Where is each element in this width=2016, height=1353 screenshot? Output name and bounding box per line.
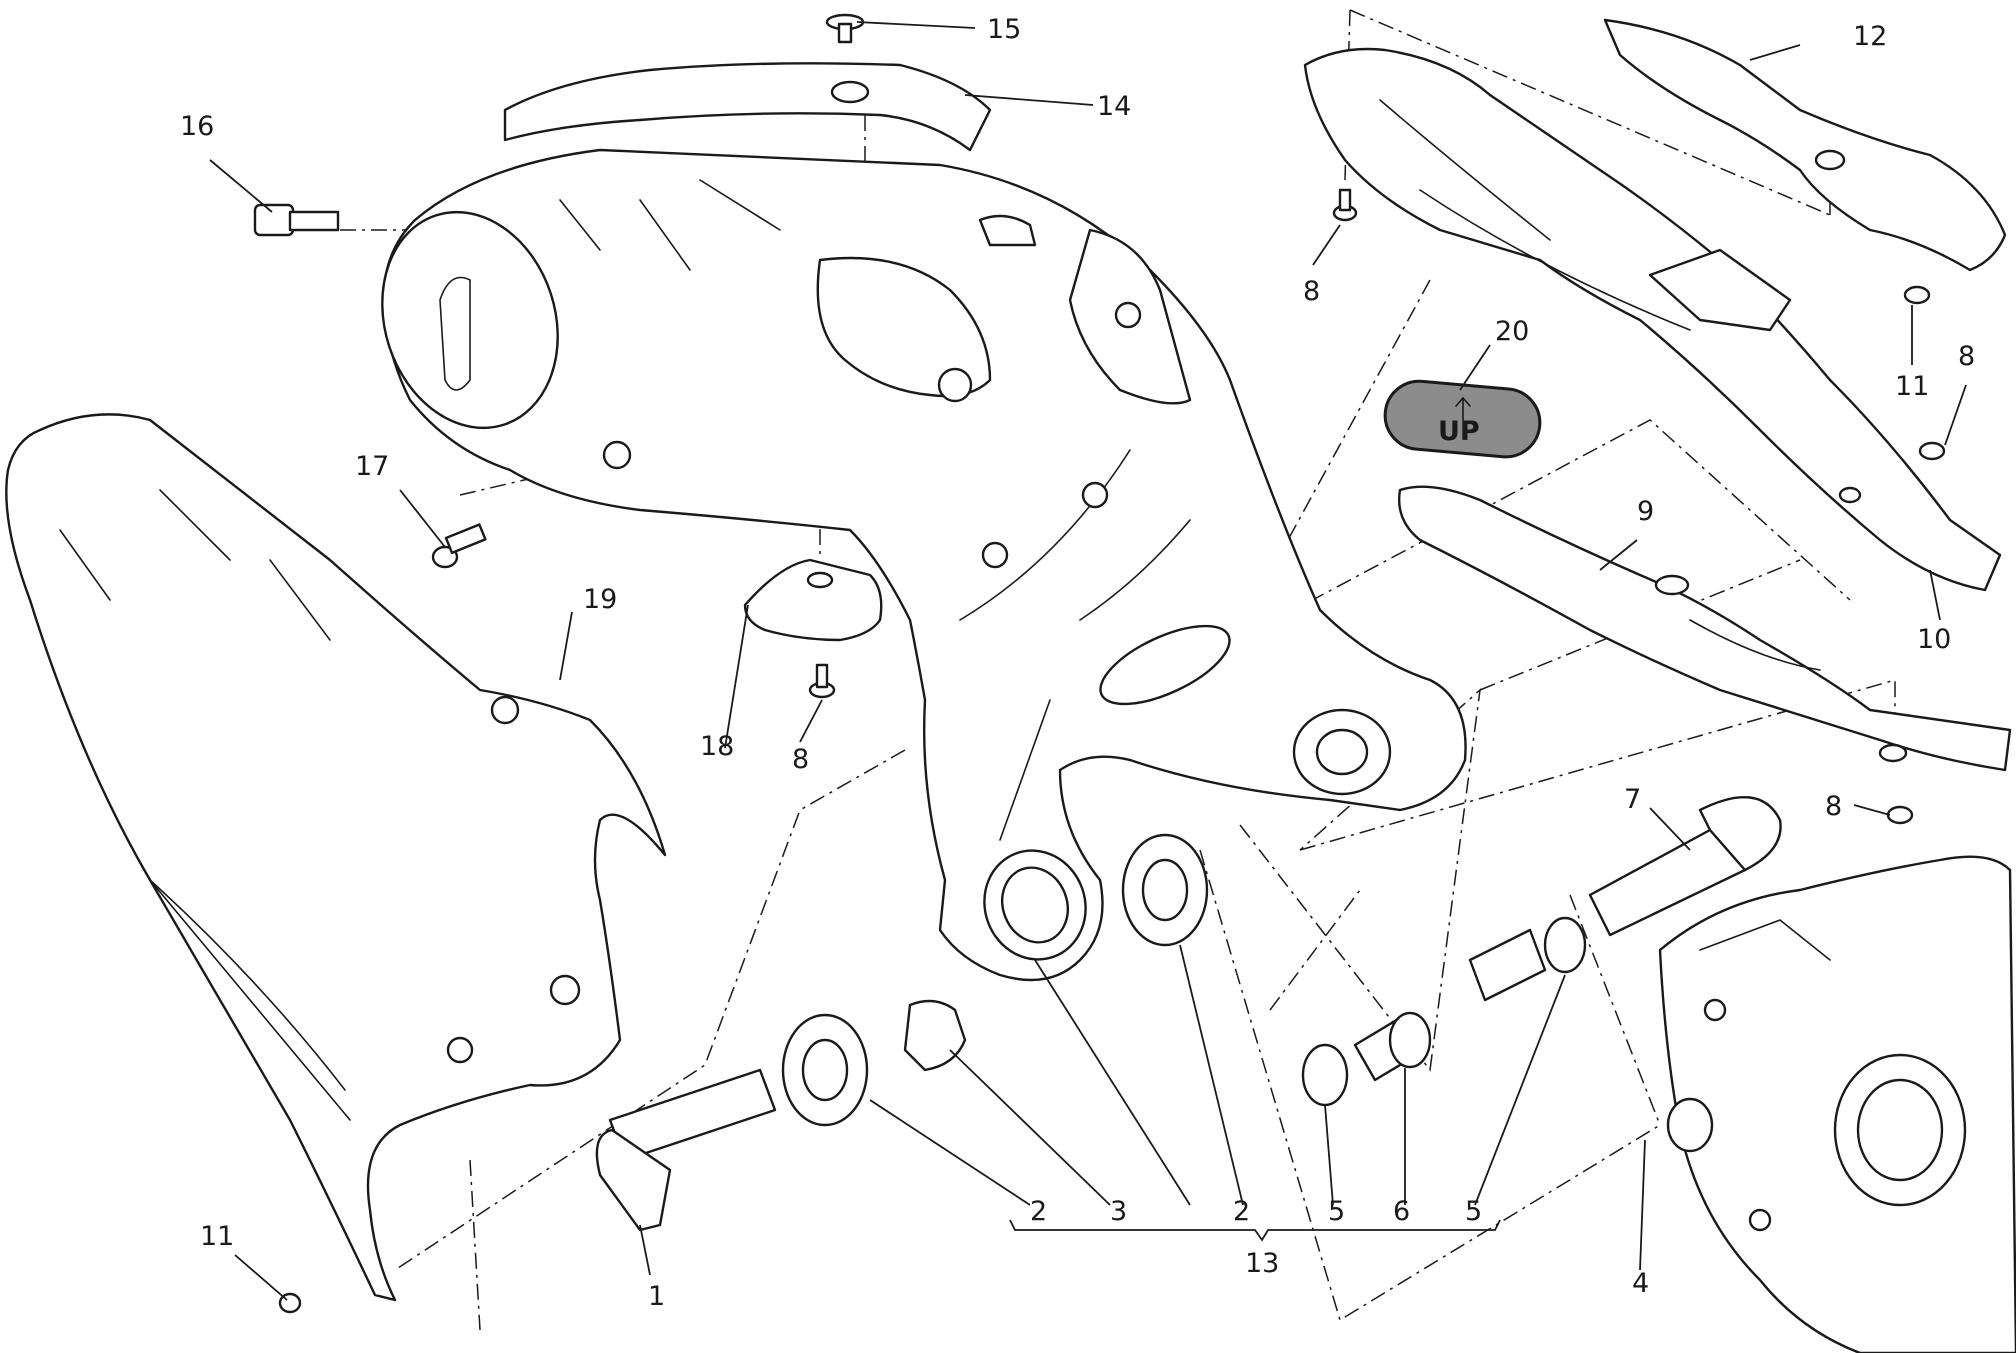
callout-13: 13	[1245, 1248, 1279, 1279]
callout-3: 3	[1110, 1196, 1127, 1227]
callout-5a: 5	[1328, 1196, 1345, 1227]
screw-8-mid	[1918, 441, 1946, 461]
callout-12: 12	[1853, 21, 1887, 52]
callout-labels: 1 2 3 2 5 6 5 13 4 7 8 8 8 8 9 10 11 11 …	[180, 14, 1975, 1312]
pivot-pin-7	[1588, 795, 1782, 937]
callout-14: 14	[1097, 91, 1131, 122]
callout-18: 18	[700, 731, 734, 762]
bracket-18	[743, 558, 883, 642]
callout-8-mid: 8	[1958, 341, 1975, 372]
callout-2a: 2	[1030, 1196, 1047, 1227]
guard-cover-12	[1603, 18, 2007, 272]
callout-1: 1	[648, 1281, 665, 1312]
leader-lines	[209, 21, 1967, 1301]
callout-16: 16	[180, 111, 214, 142]
callout-2b: 2	[1233, 1196, 1250, 1227]
callout-4: 4	[1632, 1268, 1649, 1299]
callout-5b: 5	[1465, 1196, 1482, 1227]
callout-11-right: 11	[1895, 371, 1929, 402]
rear-hugger-19	[5, 413, 667, 1302]
callout-10: 10	[1917, 624, 1951, 655]
fasteners	[253, 13, 1946, 1314]
callout-11-left: 11	[200, 1221, 234, 1252]
up-badge-20: UP	[1383, 379, 1542, 459]
single-sided-swingarm	[381, 148, 1467, 982]
up-badge-text: UP	[1438, 416, 1480, 447]
callout-6: 6	[1393, 1196, 1410, 1227]
callout-8-lower: 8	[1825, 791, 1842, 822]
callout-17: 17	[355, 451, 389, 482]
screw-8-lower	[1886, 805, 1914, 825]
bearing-kit-13	[595, 833, 1587, 1232]
callout-7: 7	[1624, 784, 1641, 815]
callout-8-top: 8	[1303, 276, 1320, 307]
callout-19: 19	[583, 584, 617, 615]
top-cover-14	[503, 62, 992, 152]
callout-9: 9	[1637, 496, 1654, 527]
callout-8-left: 8	[792, 744, 809, 775]
chain-slider-9	[1398, 485, 2012, 772]
screw-11-right	[1903, 285, 1931, 305]
chain-guard-10	[1303, 47, 2002, 592]
engine-crankcase	[1658, 855, 2016, 1353]
callout-20: 20	[1495, 316, 1529, 347]
callout-15: 15	[987, 14, 1021, 45]
bolt-16	[253, 203, 295, 237]
